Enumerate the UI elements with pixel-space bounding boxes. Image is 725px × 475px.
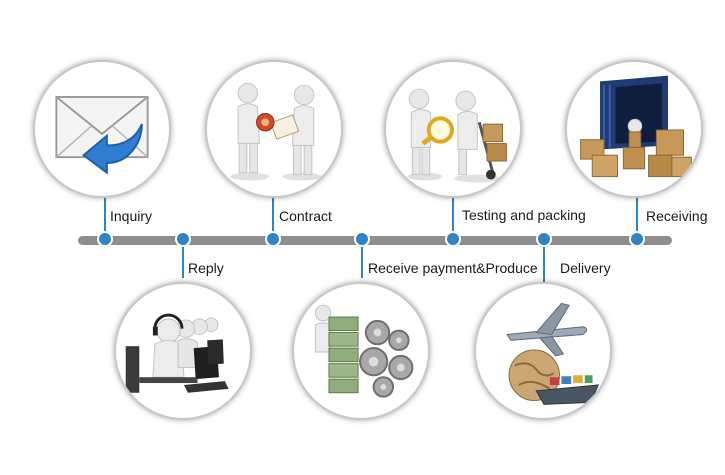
container-boxes-icon xyxy=(580,75,692,178)
step-label-reply: Reply xyxy=(188,260,224,276)
step-image-receive-payment xyxy=(292,282,430,420)
step-image-testing xyxy=(384,60,522,198)
tick-contract xyxy=(272,198,274,238)
tick-receive-payment xyxy=(361,244,363,278)
step-label-testing: Testing and packing xyxy=(462,207,586,223)
call-center-icon xyxy=(125,313,229,393)
tick-inquiry xyxy=(104,198,106,238)
step-dot-receiving xyxy=(629,231,645,247)
step-label-inquiry: Inquiry xyxy=(110,208,153,224)
step-label-delivery: Delivery xyxy=(560,260,611,276)
handshake-contract-icon xyxy=(230,82,322,181)
step-image-delivery xyxy=(474,282,612,420)
step-label-receiving: Receiving xyxy=(646,208,708,224)
step-image-contract xyxy=(205,60,343,198)
step-dot-inquiry xyxy=(97,231,113,247)
step-dot-testing xyxy=(445,231,461,247)
step-label-contract: Contract xyxy=(279,208,332,224)
tick-testing xyxy=(452,192,454,238)
step-dot-contract xyxy=(265,231,281,247)
step-image-inquiry xyxy=(33,60,171,198)
tick-reply xyxy=(182,244,184,278)
operator-figures xyxy=(152,313,219,378)
step-dot-reply xyxy=(175,231,191,247)
timeline-bar xyxy=(78,236,672,245)
step-dot-delivery xyxy=(536,231,552,247)
inspection-cart-icon xyxy=(407,88,507,183)
step-label-receive-payment: Receive payment&Produce xyxy=(368,260,538,276)
envelope-reply-icon xyxy=(55,95,149,175)
tick-delivery xyxy=(543,244,545,284)
laptops xyxy=(183,339,229,393)
tick-receiving xyxy=(636,198,638,238)
money-gears-icon xyxy=(314,304,414,398)
step-dot-receive-payment xyxy=(354,231,370,247)
step-image-reply xyxy=(114,282,252,420)
plane-ship-globe-icon xyxy=(506,302,600,405)
step-image-receiving xyxy=(565,60,703,198)
